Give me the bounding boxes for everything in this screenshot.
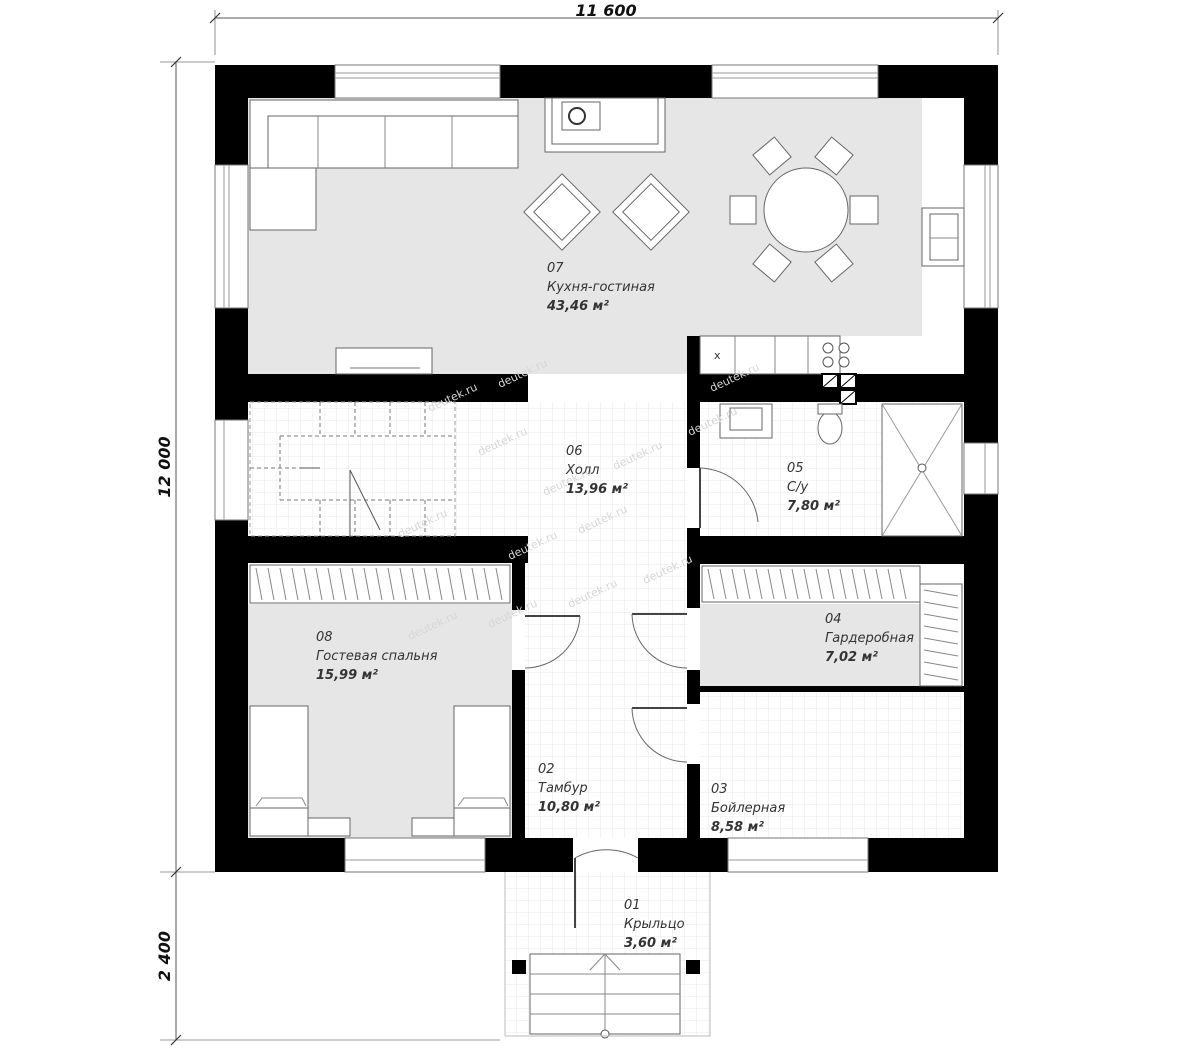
room-area: 10,80 м² [538,800,600,815]
sofa [249,99,519,231]
room-number: 05 [787,461,804,476]
room-number: 07 [547,261,564,276]
dim-height-porch: 2 400 [155,931,174,981]
staircase [249,401,456,537]
room-area: 7,02 м² [825,650,878,665]
room-area: 15,99 м² [316,668,378,683]
room-label-04: 04 Гардеробная 7,02 м² [825,612,914,665]
windows [214,64,999,873]
room-name: Кухня-гостиная [547,280,655,295]
room-number: 03 [711,782,728,797]
room-label-07: 07 Кухня-гостиная 43,46 м² [546,261,655,314]
bed-right [411,705,511,837]
room-name: Крыльцо [624,917,685,932]
walls [215,65,998,974]
bathroom-fixtures [719,403,963,537]
room-name: С/у [787,480,808,495]
room-label-01: 01 Крыльцо 3,60 м² [624,898,685,951]
room-number: 02 [538,762,555,777]
ventilation-ducts [821,373,857,405]
closet-wardrobe-room [701,565,963,687]
dim-height-house: 12 000 [155,436,174,497]
room-name: Гостевая спальня [316,649,438,664]
dining-table [729,136,879,283]
dimension-lines [160,10,1004,1046]
room-label-03: 03 Бойлерная 8,58 м² [711,782,785,835]
doors [524,467,759,928]
porch-steps [504,872,711,1039]
room-area: 13,96 м² [566,482,628,497]
room-number: 06 [566,444,583,459]
room-label-05: 05 С/у 7,80 м² [787,461,840,514]
room-name: Холл [565,463,599,478]
fireplace [544,97,666,153]
room-area: 7,80 м² [787,499,840,514]
closet-bedroom [249,564,511,604]
room-number: 01 [624,898,641,913]
armchair-right [612,173,690,251]
room-number: 04 [825,612,842,627]
kitchen-counter: x [335,207,965,375]
room-name: Тамбур [538,781,588,796]
bed-left [249,705,351,837]
room-name: Бойлерная [711,801,785,816]
dim-width: 11 600 [575,1,636,20]
room-number: 08 [316,630,333,645]
room-label-08: 08 Гостевая спальня 15,99 м² [316,630,438,683]
armchair-left [523,173,601,251]
room-name: Гардеробная [825,631,914,646]
room-area: 3,60 м² [624,936,677,951]
room-area: 43,46 м² [546,299,609,314]
room-area: 8,58 м² [711,820,764,835]
room-label-06: 06 Холл 13,96 м² [565,444,628,497]
kitchen-x-mark: x [714,349,721,362]
room-label-02: 02 Тамбур 10,80 м² [538,762,600,815]
